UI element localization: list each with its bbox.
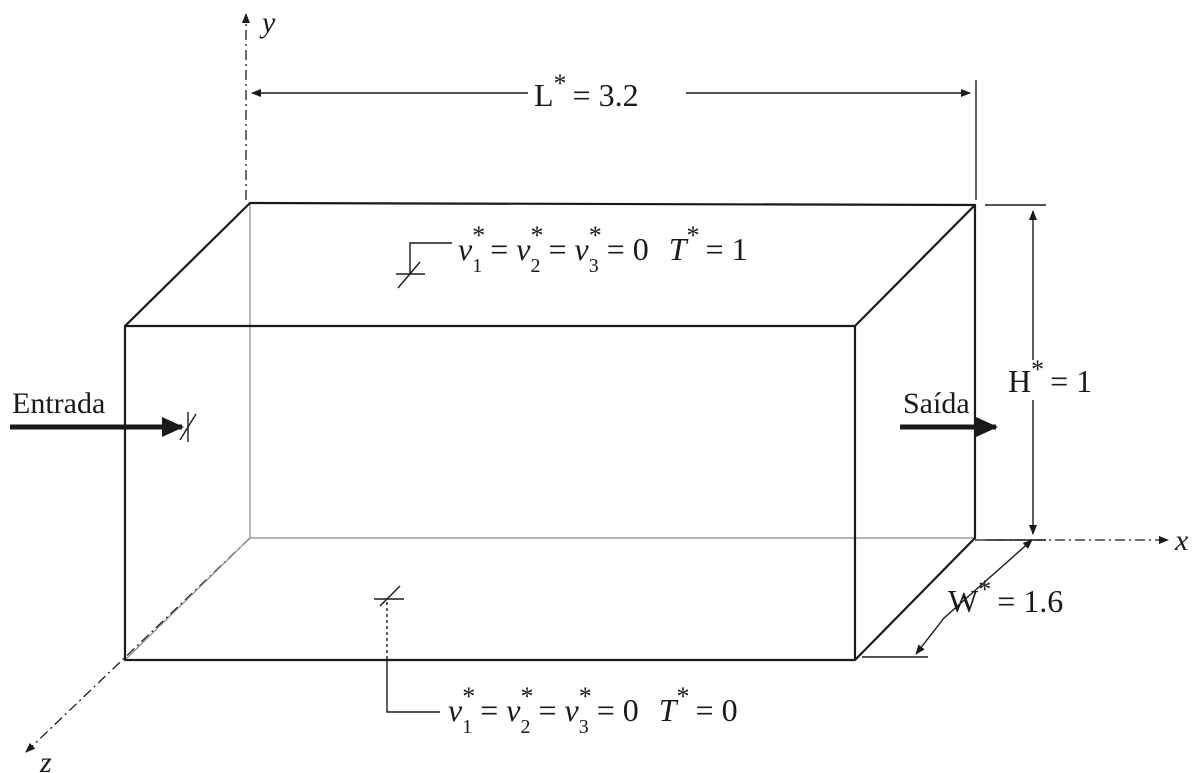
width-dimension xyxy=(862,539,1033,658)
inlet-label: Entrada xyxy=(12,387,105,420)
y-axis-label: y xyxy=(259,6,276,39)
x-axis-label: x xyxy=(1174,524,1189,557)
width-label: W*= 1.6 xyxy=(948,575,1063,619)
height-dimension xyxy=(985,204,1046,541)
front-face xyxy=(123,324,857,662)
inlet-arrow xyxy=(10,412,197,442)
right-face xyxy=(854,205,977,661)
bottom-bc-leader xyxy=(374,585,440,713)
z-axis-label: z xyxy=(39,746,52,773)
hidden-edges xyxy=(124,203,975,661)
channel-box xyxy=(123,201,977,662)
height-label: H*= 1 xyxy=(1008,355,1092,399)
top-bc-leader xyxy=(396,242,452,289)
z-axis-line xyxy=(25,537,251,753)
top-face xyxy=(124,201,977,327)
coordinate-axes xyxy=(25,13,1169,753)
outlet-label: Saída xyxy=(903,387,970,420)
length-dimension xyxy=(251,80,977,200)
length-label: L*= 3.2 xyxy=(534,69,639,113)
